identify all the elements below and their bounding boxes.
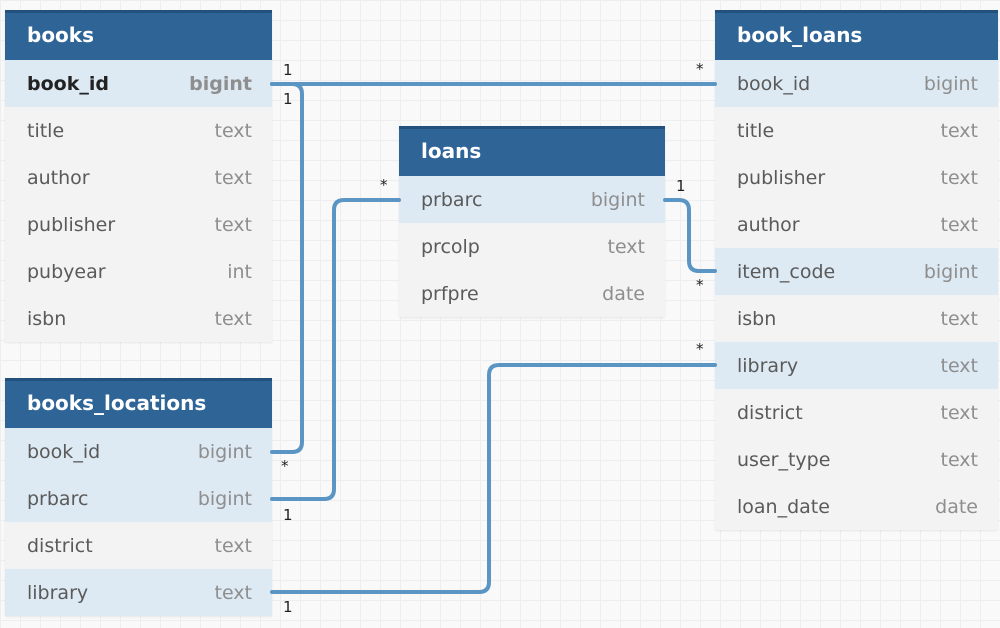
column-type: text xyxy=(214,213,253,236)
column-row[interactable]: author text xyxy=(715,201,998,248)
column-name: title xyxy=(737,119,775,142)
relation-line-books-locations-book-loans[interactable] xyxy=(270,363,717,594)
column-row[interactable]: book_id bigint xyxy=(5,60,272,107)
column-type: text xyxy=(214,581,253,604)
column-type: bigint xyxy=(197,487,252,510)
relation-line-books-books-locations[interactable] xyxy=(270,82,304,454)
table-books-header[interactable]: books xyxy=(5,10,272,60)
column-row[interactable]: prbarc bigint xyxy=(5,475,272,522)
cardinality-label: * xyxy=(696,340,704,358)
column-name: item_code xyxy=(737,260,836,283)
column-type: text xyxy=(214,534,253,557)
column-name: book_id xyxy=(27,440,101,463)
column-type: text xyxy=(214,119,253,142)
column-name: district xyxy=(27,534,93,557)
column-name: district xyxy=(737,401,803,424)
column-row[interactable]: book_id bigint xyxy=(715,60,998,107)
column-name: loan_date xyxy=(737,495,830,518)
column-row[interactable]: district text xyxy=(715,389,998,436)
cardinality-label: 1 xyxy=(283,61,293,79)
column-name: user_type xyxy=(737,448,831,471)
column-name: isbn xyxy=(27,307,67,330)
column-row[interactable]: item_code bigint xyxy=(715,248,998,295)
cardinality-label: 1 xyxy=(283,506,293,524)
column-type: date xyxy=(602,282,645,305)
column-type: bigint xyxy=(197,440,252,463)
column-type: text xyxy=(607,235,646,258)
column-row[interactable]: isbn text xyxy=(5,295,272,342)
cardinality-label: 1 xyxy=(676,177,686,195)
column-name: publisher xyxy=(737,166,826,189)
column-type: text xyxy=(940,119,979,142)
column-row[interactable]: isbn text xyxy=(715,295,998,342)
cardinality-label: * xyxy=(696,276,704,294)
column-row[interactable]: loan_date date xyxy=(715,483,998,530)
column-type: text xyxy=(214,166,253,189)
cardinality-label: * xyxy=(281,457,289,475)
column-row[interactable]: author text xyxy=(5,154,272,201)
column-type: bigint xyxy=(923,72,978,95)
column-name: library xyxy=(27,581,89,604)
column-name: publisher xyxy=(27,213,116,236)
column-type: text xyxy=(940,166,979,189)
column-row[interactable]: book_id bigint xyxy=(5,428,272,475)
column-name: prbarc xyxy=(421,188,483,211)
column-name: title xyxy=(27,119,65,142)
column-type: bigint xyxy=(189,72,252,95)
column-type: text xyxy=(940,401,979,424)
table-books-locations-header[interactable]: books_locations xyxy=(5,378,272,428)
column-row[interactable]: prfpre date xyxy=(399,270,665,317)
column-row[interactable]: library text xyxy=(5,569,272,616)
column-type: bigint xyxy=(590,188,645,211)
column-row[interactable]: prbarc bigint xyxy=(399,176,665,223)
column-row[interactable]: publisher text xyxy=(5,201,272,248)
table-loans-header[interactable]: loans xyxy=(399,126,665,176)
column-row[interactable]: title text xyxy=(715,107,998,154)
column-row[interactable]: prcolp text xyxy=(399,223,665,270)
column-row[interactable]: publisher text xyxy=(715,154,998,201)
column-name: isbn xyxy=(737,307,777,330)
table-book-loans-header[interactable]: book_loans xyxy=(715,10,998,60)
column-type: text xyxy=(940,307,979,330)
column-type: int xyxy=(227,260,252,283)
cardinality-label: * xyxy=(380,176,388,194)
column-row[interactable]: district text xyxy=(5,522,272,569)
column-type: text xyxy=(214,307,253,330)
column-name: author xyxy=(27,166,90,189)
table-books[interactable]: books book_id bigint title text author text… xyxy=(5,10,272,342)
column-type: bigint xyxy=(923,260,978,283)
column-name: book_id xyxy=(737,72,811,95)
cardinality-label: 1 xyxy=(283,598,293,616)
relation-line-loans-book-loans[interactable] xyxy=(663,198,717,273)
column-name: library xyxy=(737,354,799,377)
column-type: text xyxy=(940,354,979,377)
column-name: author xyxy=(737,213,800,236)
column-name: pubyear xyxy=(27,260,106,283)
column-type: text xyxy=(940,213,979,236)
column-name: prcolp xyxy=(421,235,480,258)
column-type: date xyxy=(935,495,978,518)
cardinality-label: 1 xyxy=(283,90,293,108)
column-name: book_id xyxy=(27,72,109,95)
column-name: prfpre xyxy=(421,282,479,305)
relation-line-books-locations-loans[interactable] xyxy=(270,198,401,501)
column-type: text xyxy=(940,448,979,471)
column-row[interactable]: library text xyxy=(715,342,998,389)
cardinality-label: * xyxy=(696,60,704,78)
column-name: prbarc xyxy=(27,487,89,510)
column-row[interactable]: user_type text xyxy=(715,436,998,483)
table-loans[interactable]: loans prbarc bigint prcolp text prfpre date xyxy=(399,126,665,317)
column-row[interactable]: pubyear int xyxy=(5,248,272,295)
column-row[interactable]: title text xyxy=(5,107,272,154)
